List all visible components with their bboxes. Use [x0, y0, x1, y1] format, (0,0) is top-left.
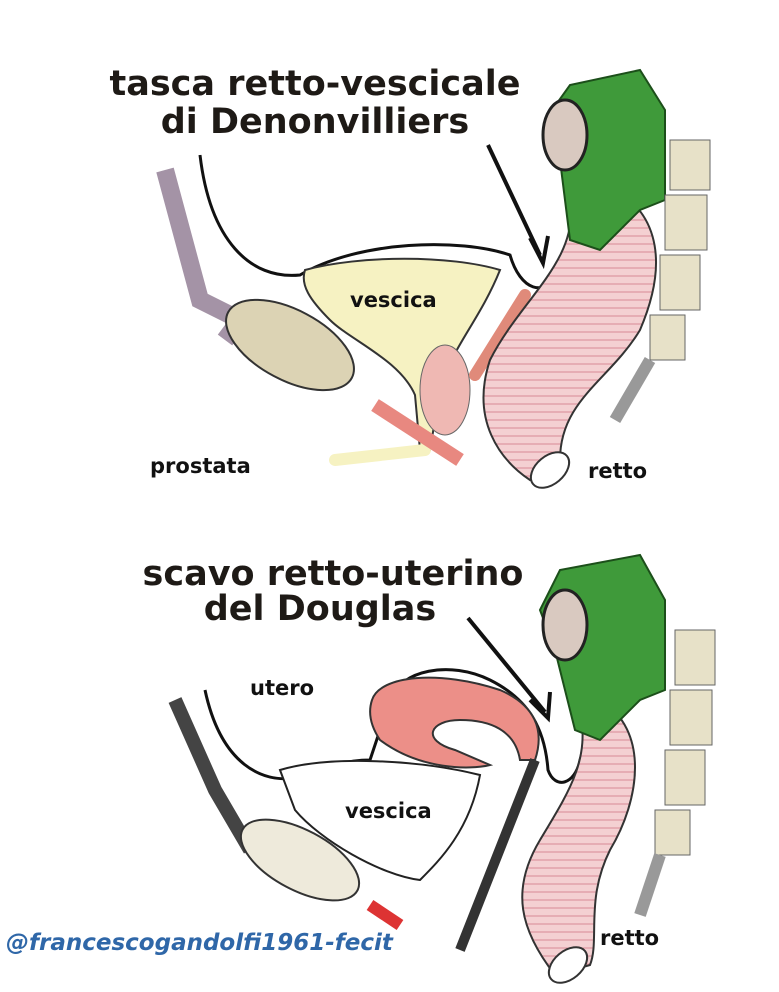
sigmoid-lumen [541, 98, 589, 172]
title-douglas-line1: scavo retto-uterino [143, 554, 524, 594]
denonvilliers-arrow [486, 144, 542, 256]
author-watermark: @francescogandolfi1961-fecit [6, 930, 393, 956]
prostate [419, 344, 471, 436]
label-rectum-bottom: retto [600, 926, 659, 950]
arrow-head-icon [528, 691, 552, 723]
coccyx-bottom [634, 853, 666, 917]
title-douglas-line2: del Douglas [204, 589, 437, 629]
vas-deferens [371, 399, 464, 466]
seminal-vesicle [469, 289, 531, 381]
rectum-opening [529, 451, 571, 489]
urethra-bottom [366, 900, 404, 930]
coccyx [609, 356, 656, 424]
sacrum-vertebrae [649, 139, 711, 361]
label-bladder-bottom: vescica [345, 799, 432, 823]
bladder-bottom [278, 759, 482, 882]
urethra [329, 444, 431, 466]
male-pelvis-section: tasca retto-vescicale di Denonvilliers v… [110, 64, 711, 489]
vagina [455, 758, 540, 952]
label-rectum-top: retto [588, 459, 647, 483]
rectum-opening-bottom [547, 946, 589, 984]
title-denonvilliers-line1: tasca retto-vescicale [110, 64, 521, 104]
pubic-bone [225, 298, 355, 392]
label-prostate: prostata [150, 454, 251, 478]
pubic-bone-bottom [239, 818, 361, 902]
sacrum-vertebrae-bottom [654, 629, 716, 856]
female-pelvis-section: scavo retto-uterino del Douglas utero ve… [143, 553, 716, 984]
arrow-head-icon [528, 235, 550, 270]
title-denonvilliers-line2: di Denonvilliers [161, 102, 470, 142]
abdominal-wall-bottom [168, 697, 257, 854]
label-uterus: utero [250, 676, 314, 700]
sigmoid-lumen-bottom [541, 588, 589, 662]
uterus [369, 676, 540, 769]
douglas-arrow [466, 616, 547, 714]
label-bladder-top: vescica [350, 288, 437, 312]
